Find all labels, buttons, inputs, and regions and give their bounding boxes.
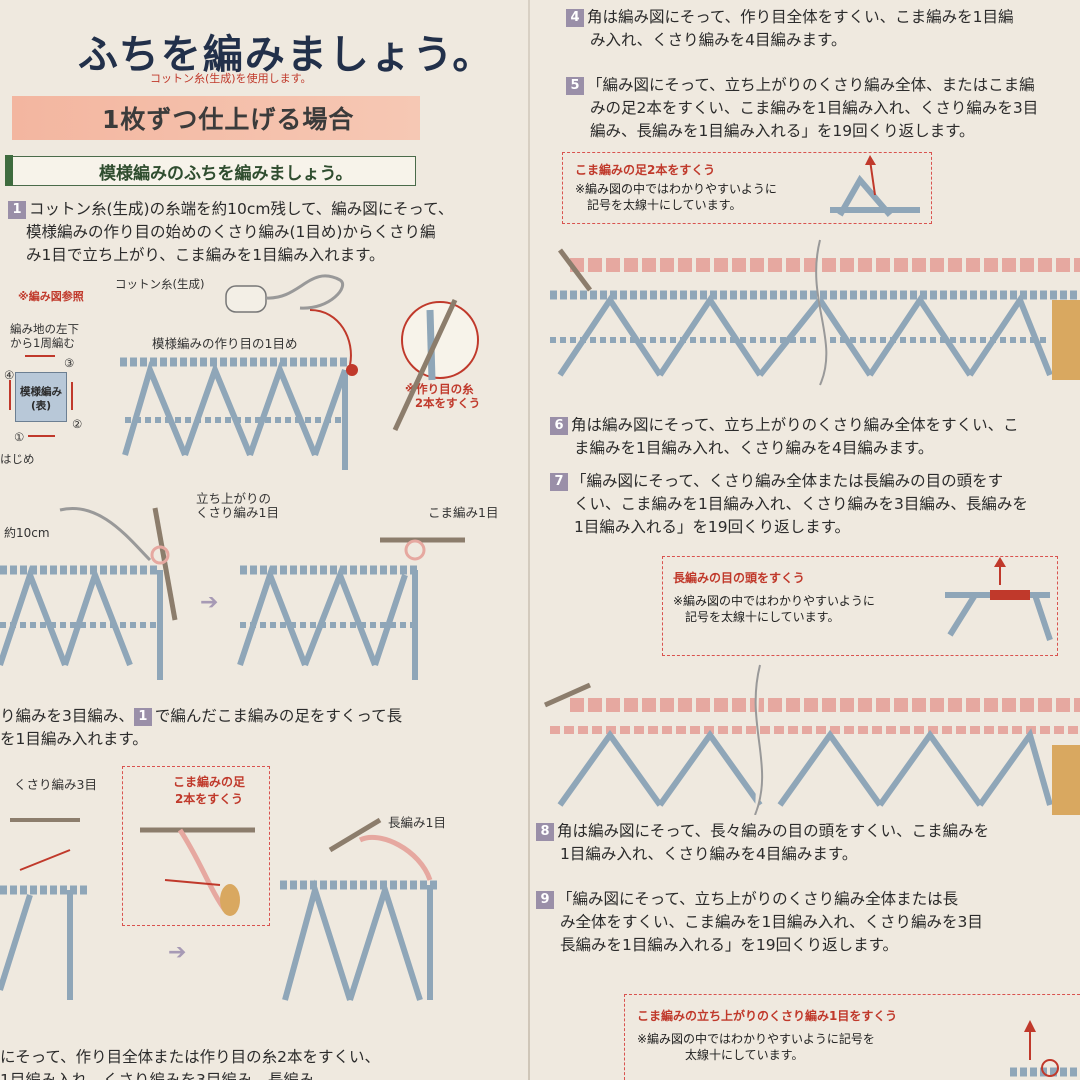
step-text: にそって、作り目全体または作り目の糸2本をすくい、 <box>0 1048 381 1066</box>
step-text: み入れ、くさり編みを4目編みます。 <box>590 31 847 49</box>
detail-callout: こま編みの立ち上がりのくさり編み1目をすくう ※編み図の中ではわかりやすいように… <box>624 994 1080 1080</box>
step-9: 9「編み図にそって、立ち上がりのくさり編み全体または長 み全体をすくい、こま編み… <box>536 888 1080 957</box>
step-text: 長編みを1目編み入れる」を19回くり返します。 <box>560 936 899 954</box>
step-text: くい、こま編みを1目編み入れ、くさり編みを3目編み、長編みを <box>574 495 1028 513</box>
step-text: 1目編み入れ、くさり編みを4目編みます。 <box>560 845 858 863</box>
step-text: コットン糸(生成)の糸端を約10cm残して、編み図にそって、 <box>29 200 454 218</box>
direction-4: ④ <box>4 368 15 382</box>
step-number-badge: 6 <box>550 417 568 435</box>
yarn-label: コットン糸(生成) <box>115 277 205 291</box>
step-text: 角は編み図にそって、立ち上がりのくさり編み全体をすくい、こ <box>571 416 1019 434</box>
crochet-illustration-2 <box>0 817 440 1001</box>
callout-note-line: ※編み図の中ではわかりやすいように記号を <box>637 1032 875 1046</box>
step-text: み1目で立ち上がり、こま編みを1目編み入れます。 <box>26 246 385 264</box>
callout-note-line: ※編み図の中ではわかりやすいように <box>575 182 777 196</box>
step-number-badge: 7 <box>550 473 568 491</box>
step-3: にそって、作り目全体または作り目の糸2本をすくい、 1目編み入れ、くさり編みを3… <box>0 1046 520 1080</box>
detail-callout: こま編みの足2本をすくう ※編み図の中ではわかりやすいように 記号を太線十にして… <box>562 152 932 224</box>
first-stitch-label: 模様編みの作り目の1目め <box>152 336 298 351</box>
callout-note-line: 記号を太線十にしています。 <box>685 610 840 624</box>
crochet-illustration-3 <box>550 155 1080 386</box>
scoop-note-line: ※作り目の糸 <box>405 382 474 396</box>
step-5: 5「編み図にそって、立ち上がりのくさり編み全体、またはこま編 みの足2本をすくい… <box>566 74 1080 143</box>
callout-note: ※編み図の中ではわかりやすいように 記号を太線十にしています。 <box>673 593 875 625</box>
scoop-note: ※作り目の糸 2本をすくう <box>405 382 480 410</box>
next-arrow-icon: ➔ <box>200 590 219 615</box>
callout-note-line: 太線十にしています。 <box>685 1048 804 1062</box>
step-text: 編み、長編みを1目編み入れる」を19回くり返します。 <box>590 122 975 140</box>
chain-up-label: 立ち上がりの くさり編み1目 <box>196 492 279 520</box>
callout-title-line: こま編みの足 <box>173 775 246 789</box>
crochet-illustration-1 <box>0 274 479 680</box>
dc1-label: 長編み1目 <box>388 815 446 830</box>
callout-note: ※編み図の中ではわかりやすいように記号を 太線十にしています。 <box>637 1031 875 1063</box>
start-desc-line: 編み地の左下 <box>10 322 79 336</box>
callout-title: こま編みの足 2本をすくう <box>173 773 245 807</box>
step-text: 「編み図にそって、くさり編み全体または長編みの目の頭をす <box>571 472 1004 490</box>
direction-1: ① <box>14 430 25 444</box>
step-number-badge: 1 <box>133 708 152 726</box>
page-title: ふちを編みましょう。 <box>78 32 495 78</box>
page-fold <box>528 0 530 1080</box>
step-text: み全体をすくい、こま編みを1目編み入れ、くさり編みを3目 <box>560 913 983 931</box>
begin-label: はじめ <box>0 452 35 466</box>
direction-2: ② <box>72 417 83 431</box>
detail-callout: 長編みの目の頭をすくう ※編み図の中ではわかりやすいように 記号を太線十にしてい… <box>662 556 1058 656</box>
callout-title: こま編みの立ち上がりのくさり編み1目をすくう <box>637 1009 898 1023</box>
step-text: ま編みを1目編み入れ、くさり編みを4目編みます。 <box>574 439 934 457</box>
step-text: 角は編み図にそって、長々編みの目の頭をすくい、こま編みを <box>557 822 990 840</box>
start-desc: 編み地の左下 から1周編む <box>10 322 79 350</box>
step-text: 角は編み図にそって、作り目全体をすくい、こま編みを1目編 <box>587 8 1014 26</box>
crochet-illustration-5 <box>1010 1020 1080 1077</box>
motif-label: (表) <box>30 400 52 412</box>
motif-square: 模様編み (表) <box>15 372 67 422</box>
callout-title: こま編みの足2本をすくう <box>575 163 716 177</box>
step-number-badge: 8 <box>536 823 554 841</box>
detail-callout: こま編みの足 2本をすくう <box>122 766 270 926</box>
step-text: 1目編み入れる」を19回くり返します。 <box>574 518 851 536</box>
step-number-badge: 1 <box>8 201 26 219</box>
step-text: 模様編みの作り目の始めのくさり編み(1目め)からくさり編 <box>26 223 436 241</box>
step-7: 7「編み図にそって、くさり編み全体または長編みの目の頭をす くい、こま編みを1目… <box>550 470 1080 539</box>
step-text: 「編み図にそって、立ち上がりのくさり編み全体、またはこま編 <box>587 76 1035 94</box>
scoop-note-line: 2本をすくう <box>415 396 481 410</box>
chain-up-line: 立ち上がりの <box>196 491 272 506</box>
callout-title-line: 2本をすくう <box>174 792 244 806</box>
callout-note: ※編み図の中ではわかりやすいように 記号を太線十にしています。 <box>575 181 777 213</box>
page-subtitle: コットン糸(生成)を使用します。 <box>150 72 312 85</box>
crochet-illustration-4 <box>543 557 1080 815</box>
callout-note-line: 記号を太線十にしています。 <box>587 198 742 212</box>
start-desc-line: から1周編む <box>10 336 75 350</box>
step-text: 「編み図にそって、立ち上がりのくさり編み全体または長 <box>557 890 959 908</box>
section-banner: 1枚ずつ仕上げる場合 <box>12 96 420 140</box>
length-label: 約10cm <box>4 526 50 540</box>
sc1-label: こま編み1目 <box>428 505 499 520</box>
step-number-badge: 4 <box>566 9 584 27</box>
callout-note-line: ※編み図の中ではわかりやすいように <box>673 594 875 608</box>
chain-up-line: くさり編み1目 <box>196 505 279 520</box>
step-text: みの足2本をすくい、こま編みを1目編み入れ、くさり編みを3目 <box>590 99 1039 117</box>
chain3-label: くさり編み3目 <box>14 777 97 792</box>
diagram-reference-note: ※編み図参照 <box>18 290 84 303</box>
step-number-badge: 5 <box>566 77 584 95</box>
step-text: り編みを3目編み、 <box>0 707 134 725</box>
step-text: 1目編み入れ、くさり編みを3目編み、長編み <box>0 1071 315 1080</box>
callout-title: 長編みの目の頭をすくう <box>673 571 805 585</box>
section-heading: 模様編みのふちを編みましょう。 <box>5 155 416 186</box>
next-arrow-icon: ➔ <box>168 940 187 965</box>
step-text: で編んだこま編みの足をすくって長 <box>154 707 403 725</box>
step-text: を1目編み入れます。 <box>0 730 148 748</box>
motif-label: 模様編み <box>20 386 62 398</box>
step-number-badge: 9 <box>536 891 554 909</box>
direction-3: ③ <box>64 356 75 370</box>
